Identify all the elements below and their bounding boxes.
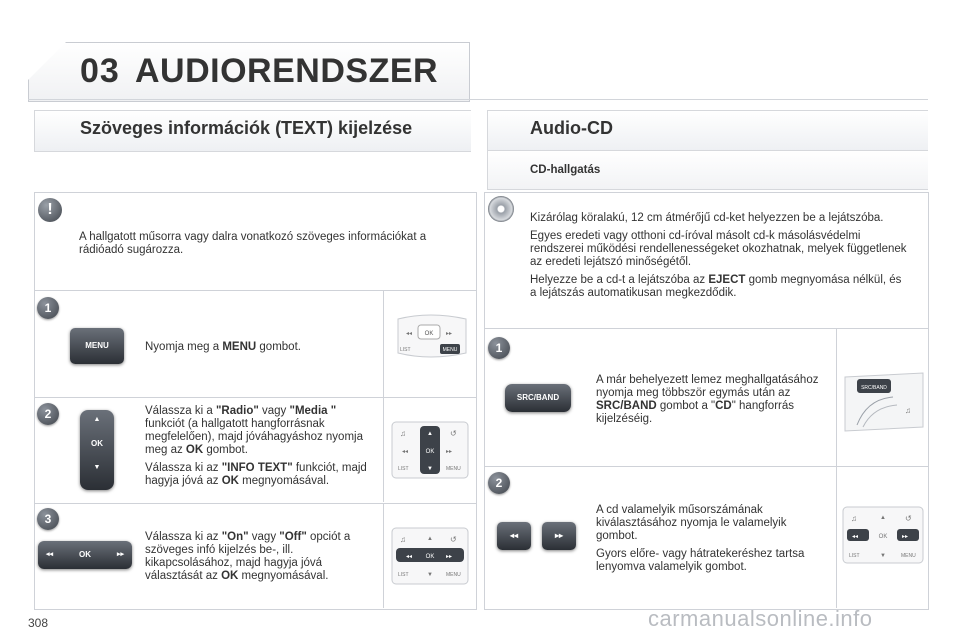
forward-icon: ▸▸ [554, 531, 564, 540]
menu-label: MENU [443, 347, 458, 353]
music-note-icon: ♫ [905, 406, 911, 415]
ok-label: OK [79, 550, 91, 559]
cd-intro-1: Kizárólag köralakú, 12 cm átmérőjű cd-ke… [530, 212, 884, 224]
down-arrow-icon: ▼ [880, 553, 886, 559]
step-3-text: Válassza ki az "On" vagy "Off" opciót a … [145, 531, 351, 582]
back-icon: ↺ [450, 535, 457, 544]
list-label: LIST [398, 466, 409, 472]
ok-label: OK [426, 449, 435, 455]
step-2-badge: 2 [37, 403, 59, 425]
cd-step-1-badge: 1 [488, 337, 510, 359]
chapter-number: 03 [80, 52, 120, 90]
down-arrow-icon: ▼ [427, 572, 433, 578]
cd-step-1-text: A már behelyezett lemez meghallgatásához… [596, 374, 819, 425]
up-arrow-icon: ▲ [427, 536, 433, 542]
chapter-title: AUDIORENDSZER [135, 52, 439, 90]
rewind-icon: ◂◂ [406, 331, 412, 337]
music-note-icon: ♫ [400, 535, 406, 544]
forward-icon: ▸▸ [446, 331, 452, 337]
watermark: carmanualsonline.info [648, 606, 873, 631]
list-label: LIST [400, 347, 411, 353]
header-rule [28, 99, 928, 100]
seek-button-group[interactable]: ◂◂ OK ▸▸ [38, 541, 132, 569]
cd-intro-2: Egyes eredeti vagy otthoni cd-íróval más… [530, 230, 907, 268]
control-panel-image: OK ◂◂ ▸▸ LIST MENU [397, 314, 467, 358]
step-1-text: Nyomja meg a MENU gombot. [145, 341, 301, 353]
page-number: 308 [28, 616, 49, 630]
list-label: LIST [398, 572, 409, 578]
ok-label: OK [425, 331, 434, 337]
control-panel-image: ◂◂ ▸▸ OK ♫ ▲ ↺ LIST ▼ MENU [842, 506, 924, 564]
list-label: LIST [849, 553, 860, 559]
forward-icon: ▸▸ [446, 449, 452, 455]
rewind-icon: ◂◂ [402, 449, 408, 455]
control-panel-image: ◂◂ OK ▸▸ ♫ ▲ ↺ LIST ▼ MENU [391, 527, 469, 585]
menu-label: MENU [446, 572, 461, 578]
left-section-title: Szöveges információk (TEXT) kijelzése [80, 118, 413, 138]
step-1-badge: 1 [37, 297, 59, 319]
cd-intro-text: Kizárólag köralakú, 12 cm átmérőjű cd-ke… [530, 212, 910, 305]
back-icon: ↺ [450, 429, 457, 438]
menu-label: MENU [446, 466, 461, 472]
radio-unit-image: SRC/BAND ♫ [844, 372, 924, 432]
divider [484, 328, 928, 329]
ok-rocker-button[interactable]: ▲ OK ▼ [80, 410, 114, 490]
step-2-text: Válassza ki a "Radio" vagy "Media " funk… [145, 405, 370, 493]
down-arrow-icon: ▼ [427, 466, 433, 472]
right-section-title: Audio-CD [530, 118, 613, 138]
step-1-illustration: OK ◂◂ ▸▸ LIST MENU [383, 291, 476, 397]
cd-step-2-badge: 2 [488, 472, 510, 494]
right-subsection-title: CD-hallgatás [530, 164, 601, 176]
step-2-text-b: Válassza ki az "INFO TEXT" funkciót, maj… [145, 462, 367, 487]
cd-icon [488, 196, 514, 222]
cd-step-2-text-b: Gyors előre- vagy hátratekeréshez tartsa… [596, 548, 805, 573]
divider [34, 397, 476, 398]
control-panel-image: ▲ OK ▼ ♫ ↺ ◂◂ ▸▸ LIST MENU [391, 421, 469, 479]
forward-icon: ▸▸ [116, 551, 124, 558]
src-band-label: SRC/BAND [861, 385, 887, 391]
divider [484, 466, 928, 467]
ok-label: OK [879, 534, 888, 540]
divider [34, 503, 476, 504]
music-note-icon: ♫ [400, 429, 406, 438]
forward-icon: ▸▸ [902, 534, 908, 540]
note-text: A hallgatott műsorra vagy dalra vonatkoz… [79, 231, 427, 256]
up-arrow-icon: ▲ [93, 416, 101, 423]
exclamation-icon: ! [38, 198, 62, 222]
cd-step-2-illustration: ◂◂ ▸▸ OK ♫ ▲ ↺ LIST ▼ MENU [836, 467, 928, 608]
cd-step-1-illustration: SRC/BAND ♫ [836, 329, 928, 466]
rewind-icon: ◂◂ [406, 554, 412, 560]
menu-button[interactable]: MENU [70, 328, 124, 364]
down-arrow-icon: ▼ [93, 464, 101, 471]
ok-label: OK [426, 554, 435, 560]
cd-step-2-text: A cd valamelyik műsorszámának kiválasztá… [596, 504, 822, 579]
previous-track-button[interactable]: ◂◂ [497, 522, 531, 550]
right-section-header [487, 110, 928, 152]
step-3-illustration: ◂◂ OK ▸▸ ♫ ▲ ↺ LIST ▼ MENU [383, 504, 476, 608]
chapter-header [28, 42, 470, 102]
cd-step-2-text-a: A cd valamelyik műsorszámának kiválasztá… [596, 504, 787, 542]
menu-label: MENU [901, 553, 916, 559]
right-subsection-header [487, 150, 928, 190]
src-band-button[interactable]: SRC/BAND [505, 384, 571, 412]
step-2-text-a: Válassza ki a "Radio" vagy "Media " funk… [145, 405, 363, 456]
rewind-icon: ◂◂ [509, 531, 519, 540]
left-section-header [34, 110, 471, 152]
ok-label: OK [91, 439, 103, 448]
forward-icon: ▸▸ [446, 554, 452, 560]
step-2-illustration: ▲ OK ▼ ♫ ↺ ◂◂ ▸▸ LIST MENU [383, 398, 476, 502]
next-track-button[interactable]: ▸▸ [542, 522, 576, 550]
up-arrow-icon: ▲ [880, 515, 886, 521]
rewind-icon: ◂◂ [46, 551, 54, 558]
rewind-icon: ◂◂ [852, 534, 858, 540]
up-arrow-icon: ▲ [427, 431, 433, 437]
cd-intro-3: Helyezze be a cd-t a lejátszóba az EJECT… [530, 274, 902, 299]
step-3-badge: 3 [37, 508, 59, 530]
music-note-icon: ♫ [851, 514, 857, 523]
divider [34, 290, 476, 291]
back-icon: ↺ [905, 514, 912, 523]
